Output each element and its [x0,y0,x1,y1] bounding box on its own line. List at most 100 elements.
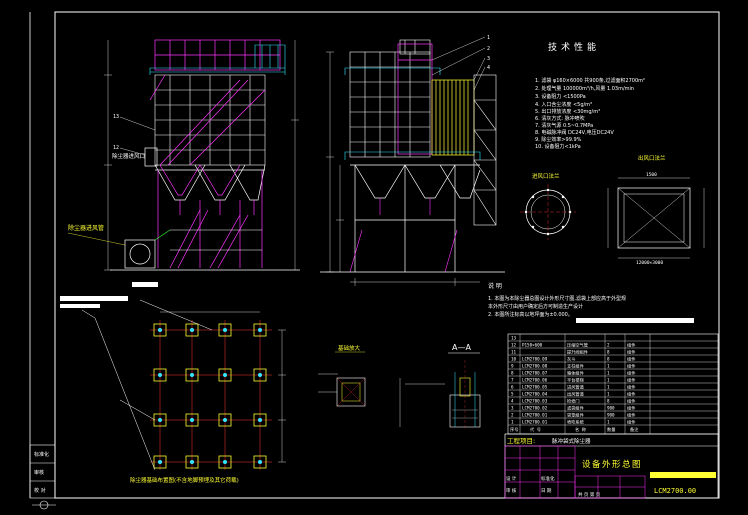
parts-row-4-code: LCM2700.09 [522,357,548,362]
parts-row-12-name: 袋笼组件 [567,412,584,419]
parts-row-12-note: 组件 [627,412,635,419]
tech-line-8: 8. 电磁脉冲阀 DC24V,电压DC24V [535,129,614,136]
tech-line-7: 7. 清灰气源 0.5~0.7MPa [535,122,593,129]
drawing-frame [54,11,720,499]
outlet-flange-view: 出风口法兰 1500 12000×3000 [607,154,705,266]
parts-row-2-note: 组件 [627,342,635,349]
parts-header-qty: 数量 [607,426,615,433]
parts-row-3-note: 组件 [627,349,635,356]
parts-row-11-qty: 900 [607,406,615,411]
parts-row-3-qty: 8 [607,350,610,355]
parts-row-11-no: 3 [511,406,514,411]
parts-row-1-no: 13 [511,336,517,341]
parts-row-6-name: 箱体组件 [567,370,584,377]
parts-row-7-code: LCM2700.06 [522,378,548,383]
parts-row-5-no: 9 [511,364,514,369]
section-title: A—A [452,343,471,352]
title-highlight-bar [650,472,716,478]
item-callout-3: 3 [487,56,490,62]
parts-row-9-no: 5 [511,392,514,397]
parts-row-6-qty: 1 [607,371,610,376]
parts-row-7-name: 平台楼梯 [567,377,584,384]
parts-row-5-note: 组件 [627,363,635,370]
parts-row-8-qty: 1 [607,385,610,390]
parts-header-note: 备注 [630,426,639,433]
inlet-flange-title: 进风口法兰 [532,172,560,180]
parts-row-4-qty: 8 [607,357,610,362]
drawing-title: 设备外形总图 [582,459,642,470]
stamp-label-2: 标准化 [541,475,555,482]
general-notes: 说 明 1. 本图为本除尘器总图设计外形尺寸图,滤袋上部应高于外型规 本外形尺寸… [488,282,694,323]
tech-line-3: 3. 设备阻力 <1500Pa [535,93,586,100]
parts-row-4-name: 灰斗 [567,356,575,363]
parts-row-10-code: LCM2700.03 [522,399,548,404]
parts-row-10-qty: 8 [607,399,610,404]
stamp-label-3: 审 核 [506,487,517,494]
parts-row-3-name: 提升阀组件 [567,349,588,356]
parts-row-5-name: 支柱组件 [567,363,584,370]
foundation-detail: 基础放大 [318,344,366,407]
parts-row-3-no: 11 [511,350,517,355]
parts-row-7-no: 7 [511,378,514,383]
parts-row-13-code: LCM2700.01 [522,420,548,425]
parts-row-13-name: 喷吹系统 [567,419,584,426]
foundation-plan: 除尘器基础布置图(不含地脚预埋及其它荷载) [60,296,286,484]
outlet-width-dim: 1500 [646,172,657,178]
parts-header-code: 代 号 [530,426,541,433]
parts-row-8-name: 进风管道 [567,384,585,391]
side-stamp-1: 标准化 [34,451,49,458]
tech-line-1: 1. 滤袋 φ160×6000 共900条,过滤面积2700m² [535,77,645,84]
front-elevation: 13 12 除尘器进风口 除尘器进风管 [67,39,300,287]
notes-heading: 说 明 [488,282,502,290]
title-block: 工程项目: 脉冲袋式除尘器 设 计 标准化 审 核 日 期 设备外形总图 共 页… [504,433,719,499]
item-callout-1: 1 [487,35,490,41]
parts-row-2-code: P150×600 [522,343,543,348]
notes-line-1: 1. 本图为本除尘器总图设计外形尺寸图,滤袋上部应高于外型规 [488,295,626,302]
parts-row-11-note: 组件 [627,405,635,412]
left-label-1: 除尘器进风口 [112,152,145,160]
parts-row-8-code: LCM2700.05 [522,385,548,390]
parts-row-7-note: 组件 [627,377,635,384]
parts-row-12-code: LCM2700.01 [522,413,548,418]
tech-line-2: 2. 处理气量 100000m³/h,风量 1.03m/min [535,85,634,92]
side-stamp-3: 校 对 [34,487,46,494]
parts-row-12-no: 2 [511,413,514,418]
parts-row-4-no: 10 [511,357,517,362]
outlet-chamber [431,79,475,156]
parts-row-6-note: 组件 [627,370,635,377]
detail-title: 基础放大 [338,344,361,352]
parts-row-6-no: 8 [511,371,514,376]
parts-row-2-name: 压缩空气管 [567,342,588,349]
parts-row-5-code: LCM2700.08 [522,364,548,369]
parts-row-13-qty: 1 [607,420,610,425]
parts-table: 13 12 P150×600 压缩空气管 2 组件 11 提升阀组件 8 组件 … [507,333,719,435]
item-callout-2: 2 [487,46,490,52]
tech-line-5: 5. 出口排放浓度 <30mg/m³ [535,108,600,115]
parts-row-11-name: 滤袋组件 [567,405,584,412]
inlet-flange-view: 进风口法兰 [520,172,576,240]
tech-title: 技术性能 [548,41,600,53]
parts-row-13-no: 1 [511,420,514,425]
notes-line-3: 2. 本图所注标高以地坪面为±0.000。 [488,311,573,318]
stamp-label-4: 日 期 [541,488,552,494]
parts-row-8-no: 6 [511,385,514,390]
item-callout-12: 12 [113,145,119,151]
tech-line-9: 9. 除尘效率>99.9% [535,136,582,143]
parts-row-4-note: 组件 [627,356,635,363]
parts-row-10-note: 组件 [627,398,635,405]
parts-row-13-note: 组件 [627,419,635,426]
parts-row-9-name: 出风管道 [567,391,585,398]
stamp-label-1: 设 计 [506,475,517,482]
foundation-caption: 除尘器基础布置图(不含地脚预埋及其它荷载) [130,476,239,484]
parts-row-5-qty: 1 [607,364,610,369]
tech-line-6: 6. 清灰方式: 脉冲喷吹 [535,115,585,122]
project-value: 脉冲袋式除尘器 [552,437,591,445]
section-a-a: A—A [399,343,481,430]
tech-line-10: 10. 设备阻力<1kPa [535,143,581,150]
parts-row-8-note: 组件 [627,384,635,391]
item-callout-4: 4 [487,65,490,71]
outlet-footprint-dim: 12000×3000 [636,260,663,266]
side-stamp-2: 审核 [34,469,44,476]
parts-row-10-name: 检修门 [567,398,580,405]
parts-row-6-code: LCM2700.07 [522,371,548,376]
